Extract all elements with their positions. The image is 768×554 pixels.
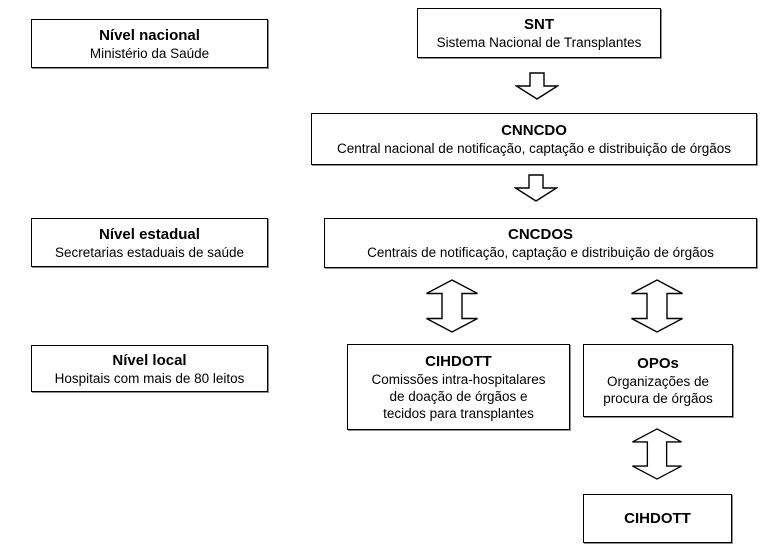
node-subtitle-line: Comissões intra-hospitalares [371,372,546,387]
node-title: CNNCDO [501,122,567,139]
node-cihdott-committee: CIHDOTT Comissões intra-hospitalares de … [347,344,570,430]
node-subtitle: Ministério da Saúde [89,45,210,61]
node-subtitle-line: tecidos para transplantes [383,406,534,421]
down-arrow-icon [515,72,559,100]
double-vertical-arrow-icon [424,279,480,333]
node-nivel-nacional: Nível nacional Ministério da Saúde [31,19,268,68]
node-title: Nível local [112,351,187,369]
node-cnncdo: CNNCDO Central nacional de notificação, … [311,113,757,165]
node-subtitle-line: de doação de órgãos e [389,389,528,404]
node-title: OPOs [637,355,679,372]
node-subtitle: Sistema Nacional de Transplantes [436,35,642,50]
node-title: SNT [524,16,554,33]
node-nivel-estadual: Nível estadual Secretarias estaduais de … [31,218,268,267]
node-subtitle-line: Organizações de [606,374,710,389]
node-subtitle: Central nacional de notificação, captaçã… [337,141,731,156]
node-title: Nível nacional [99,26,200,44]
node-opos: OPOs Organizações de procura de órgãos [583,344,733,417]
node-subtitle-line: procura de órgãos [603,391,713,406]
node-cncdos: CNCDOS Centrais de notificação, captação… [324,218,757,268]
down-arrow-icon [514,174,558,202]
node-title: CIHDOTT [624,510,691,527]
node-nivel-local: Nível local Hospitais com mais de 80 lei… [31,345,268,392]
double-vertical-arrow-icon [630,428,684,480]
double-vertical-arrow-icon [629,279,685,333]
node-snt: SNT Sistema Nacional de Transplantes [417,8,661,58]
node-subtitle: Secretarias estaduais de saúde [54,244,245,260]
node-subtitle: Centrais de notificação, captação e dist… [367,245,714,260]
node-title: CIHDOTT [425,353,492,370]
node-title: CNCDOS [507,226,573,243]
node-cihdott-hospital: CIHDOTT [583,494,732,543]
node-subtitle: Hospitais com mais de 80 leitos [54,370,245,386]
node-title: Nível estadual [99,225,200,243]
